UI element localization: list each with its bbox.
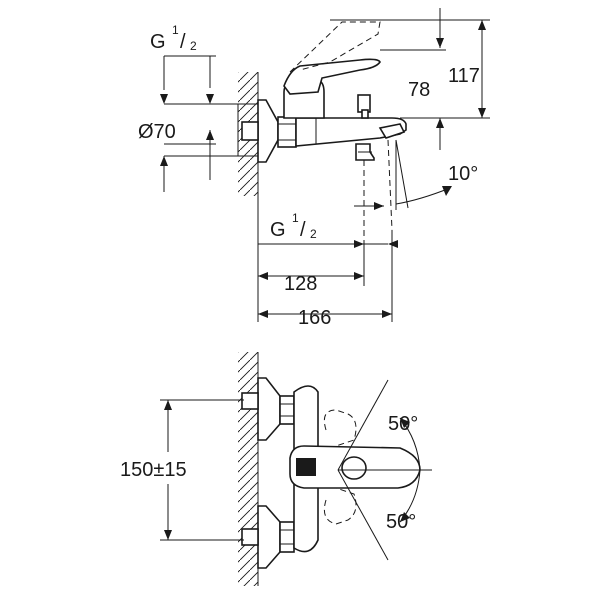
- width-166-label: 166: [298, 307, 331, 329]
- svg-text:G: G: [270, 219, 286, 241]
- angle-top-label: 50°: [388, 413, 418, 435]
- thread-label-bottom: G 1 / 2: [270, 211, 317, 241]
- inlet-stub: [241, 121, 259, 141]
- lever-grip: [341, 456, 367, 480]
- front-view: 150±15 50° 50°: [120, 352, 432, 586]
- side-view: G 1 / 2 Ø70 78 117 10° G 1 / 2 128 166: [138, 8, 490, 329]
- rosette-front-top: [257, 377, 281, 441]
- lever-logo: [296, 458, 316, 476]
- wall-front-view: [238, 352, 259, 586]
- svg-text:/: /: [180, 31, 186, 53]
- rosette-front-bottom: [257, 505, 281, 569]
- svg-text:1: 1: [292, 211, 299, 225]
- handle-range-upper: [323, 409, 357, 449]
- handle-range-lower: [323, 485, 357, 525]
- svg-text:2: 2: [190, 39, 197, 53]
- center-distance-label: 150±15: [120, 459, 187, 481]
- connector-nut: [277, 116, 297, 148]
- svg-text:/: /: [300, 219, 306, 241]
- angle-10-label: 10°: [448, 163, 478, 185]
- lever-handle-raised: [289, 21, 381, 73]
- rosette-side: [257, 99, 279, 163]
- diameter-label: Ø70: [138, 121, 176, 143]
- thread-label-top: G 1 / 2: [150, 23, 197, 53]
- angle-bottom-label: 50°: [386, 511, 416, 533]
- svg-text:2: 2: [310, 227, 317, 241]
- height-78-label: 78: [408, 79, 430, 101]
- svg-text:G: G: [150, 31, 166, 53]
- width-128-label: 128: [284, 273, 317, 295]
- svg-text:1: 1: [172, 23, 179, 37]
- height-117-label: 117: [448, 65, 480, 87]
